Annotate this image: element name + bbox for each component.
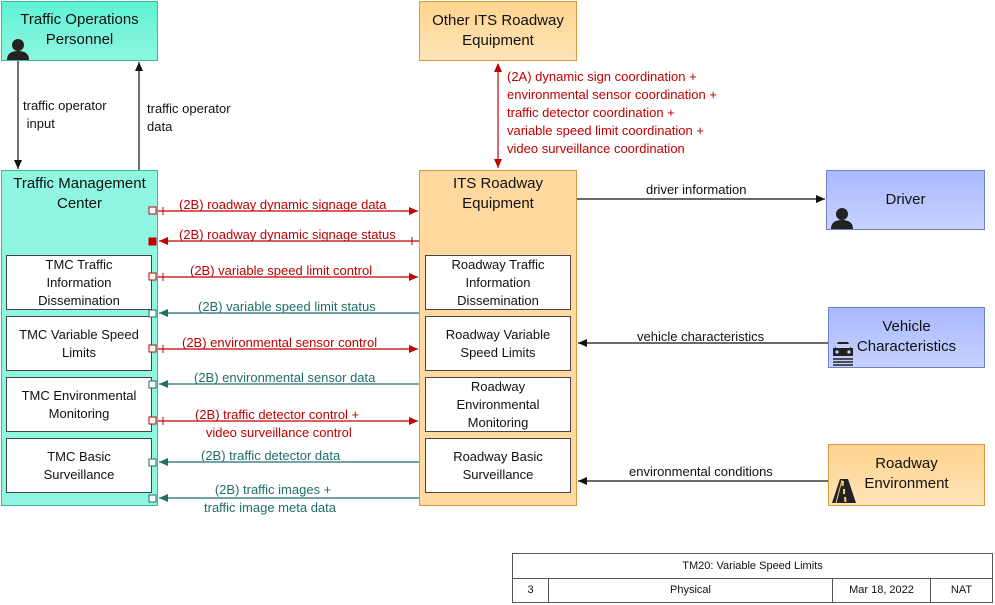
- flow-roadway-dynamic-signage-status: [148, 237, 419, 246]
- roadway-environment-box[interactable]: Roadway Environment: [828, 444, 985, 506]
- flow-traffic-detector-control: [148, 416, 418, 425]
- flow-label-traffic-images: (2B) traffic images + traffic image meta…: [204, 482, 336, 515]
- vehicle-characteristics-flow-label: vehicle characteristics: [637, 329, 765, 344]
- tmc-traffic-information-dissemination-box[interactable]: TMC Traffic Information Dissemination: [6, 255, 152, 310]
- flow-label-detector-control: (2B) traffic detector control + video su…: [195, 407, 360, 440]
- tmc-sub-label: TMC Variable Speed Limits: [19, 326, 139, 360]
- tmc-variable-speed-limits-box[interactable]: TMC Variable Speed Limits: [6, 316, 152, 371]
- title-block: TM20: Variable Speed Limits 3 Physical M…: [512, 553, 993, 603]
- diagram-view: Physical: [548, 577, 833, 603]
- traffic-operations-personnel-box[interactable]: Traffic Operations Personnel: [1, 1, 158, 61]
- its-sub-label: Roadway Variable Speed Limits: [445, 326, 551, 360]
- roadway-basic-surveillance-box[interactable]: Roadway Basic Surveillance: [425, 438, 571, 493]
- driver-label: Driver: [885, 191, 926, 208]
- operator-input-label: traffic operator input: [23, 98, 107, 131]
- other-its-roadway-equipment-label: Other ITS Roadway Equipment: [432, 12, 564, 49]
- operator-data-label: traffic operator data: [147, 101, 231, 134]
- flow-environmental-sensor-control: [148, 344, 418, 353]
- vehicle-characteristics-box[interactable]: Vehicle Characteristics: [828, 307, 985, 368]
- other-its-roadway-equipment-box[interactable]: Other ITS Roadway Equipment: [419, 1, 577, 61]
- diagram-title: TM20: Variable Speed Limits: [512, 553, 993, 579]
- diagram-number: 3: [512, 577, 549, 603]
- its-sub-label: Roadway Basic Surveillance: [453, 448, 543, 482]
- flow-label-signage-data: (2B) roadway dynamic signage data: [179, 197, 387, 212]
- tmc-environmental-monitoring-box[interactable]: TMC Environmental Monitoring: [6, 377, 152, 432]
- flow-label-vsl-status: (2B) variable speed limit status: [198, 299, 376, 314]
- person-icon: [7, 39, 29, 60]
- its-sub-label: Roadway Environmental Monitoring: [456, 378, 540, 430]
- flow-label-signage-status: (2B) roadway dynamic signage status: [179, 227, 396, 242]
- flow-traffic-images: [148, 494, 419, 503]
- driver-box[interactable]: Driver: [826, 170, 985, 230]
- tmc-sub-label: TMC Environmental Monitoring: [21, 387, 137, 421]
- diagram-date: Mar 18, 2022: [832, 577, 931, 603]
- tmc-sub-label: TMC Traffic Information Dissemination: [38, 256, 120, 308]
- environmental-conditions-label: environmental conditions: [629, 464, 773, 479]
- flow-label-env-sensor-data: (2B) environmental sensor data: [194, 370, 376, 385]
- traffic-operations-personnel-label: Traffic Operations Personnel: [20, 11, 139, 48]
- flow-label-vsl-control: (2B) variable speed limit control: [190, 263, 373, 278]
- driver-information-label: driver information: [646, 182, 747, 197]
- roadway-environmental-monitoring-box[interactable]: Roadway Environmental Monitoring: [425, 377, 571, 432]
- its-sub-label: Roadway Traffic Information Disseminatio…: [451, 256, 545, 308]
- flow-roadway-dynamic-signage-data: [148, 206, 418, 215]
- diagram-author: NAT: [930, 577, 993, 603]
- flow-label-env-sensor-control: (2B) environmental sensor control: [182, 335, 378, 350]
- flow-variable-speed-limit-status: [148, 309, 419, 318]
- vehicle-characteristics-label: Vehicle Characteristics: [856, 318, 957, 355]
- flow-label-detector-data: (2B) traffic detector data: [201, 448, 341, 463]
- car-icon: [833, 342, 853, 366]
- tmc-basic-surveillance-box[interactable]: TMC Basic Surveillance: [6, 438, 152, 493]
- its-roadway-equipment-label: ITS Roadway Equipment: [452, 175, 544, 212]
- flow-traffic-detector-data: [148, 458, 419, 467]
- roadway-traffic-information-dissemination-box[interactable]: Roadway Traffic Information Disseminatio…: [425, 255, 571, 310]
- traffic-management-center-label: Traffic Management Center: [13, 175, 146, 212]
- roadway-variable-speed-limits-box[interactable]: Roadway Variable Speed Limits: [425, 316, 571, 371]
- tmc-sub-label: TMC Basic Surveillance: [43, 448, 115, 482]
- person-icon: [831, 208, 853, 229]
- road-icon: [832, 479, 856, 503]
- coord-2a-label: (2A) dynamic sign coordination + environ…: [507, 69, 717, 156]
- roadway-environment-label: Roadway Environment: [864, 455, 949, 492]
- flow-variable-speed-limit-control: [148, 272, 418, 281]
- flow-environmental-sensor-data: [148, 380, 419, 389]
